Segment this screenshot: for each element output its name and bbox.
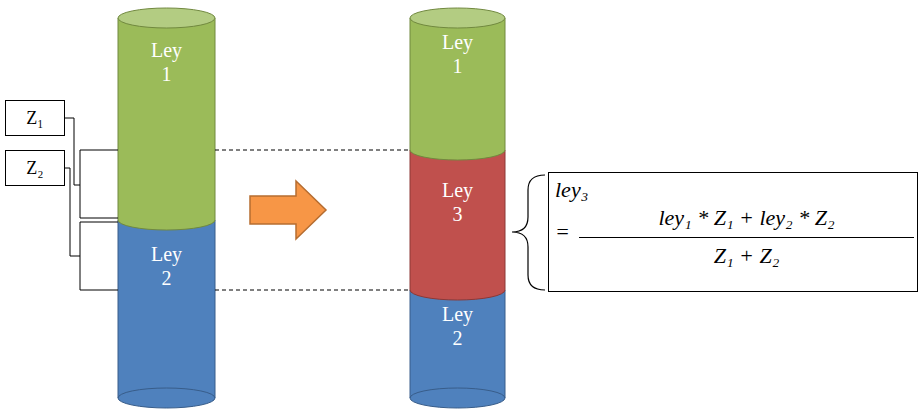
cylinder-edge [410,18,411,150]
cylinder-edge [410,290,411,398]
leader-line [65,168,80,256]
transform-arrow [250,181,326,239]
cylinder-body [118,220,215,398]
cylinder-edge [118,18,119,220]
formula-text: ley₁ * Z₁ + ley₂ * Z₂ [579,205,914,231]
dashed-guide [215,150,410,151]
cylinder-body [410,18,505,150]
cylinder-segment: Ley 1 [118,8,215,220]
cylinder-edge [118,220,119,398]
cylinder-edge [505,18,506,150]
segment-label: Ley 1 [436,30,480,78]
variable-box: Z₁ [5,100,65,136]
segment-label: Ley 3 [436,178,480,226]
segment-label: Ley 1 [145,38,189,86]
cylinder-bottom [410,388,505,408]
cylinder-top [118,8,215,28]
fraction-bar [579,237,914,238]
variable-label: Z₂ [26,157,43,179]
span-bracket [80,150,118,218]
formula-text: = [555,219,570,245]
cylinder-edge [505,150,506,290]
variable-box: Z₂ [5,150,65,186]
cylinder-edge [505,290,506,398]
span-bracket [80,222,118,290]
cylinder-boundary [118,220,215,230]
curly-brace [512,175,545,290]
cylinder-body [410,290,505,398]
cylinder-body [118,18,215,220]
cylinder-edge [215,18,216,220]
dashed-guide [215,290,410,291]
cylinder-boundary [410,290,505,300]
cylinder-segment: Ley 2 [410,290,505,408]
right-cylinder [410,8,505,408]
formula-box: ley₃ = ley₁ * Z₁ + ley₂ * Z₂ Z₁ + Z₂ [548,172,918,292]
cylinder-segment: Ley 2 [118,220,215,408]
variable-label: Z₁ [26,107,43,129]
cylinder-bottom [118,388,215,408]
cylinder-boundary [410,150,505,160]
cylinder-body [410,150,505,290]
cylinder-segment: Ley 1 [410,8,505,150]
segment-label: Ley 2 [436,302,480,350]
formula-text: Z₁ + Z₂ [579,243,914,269]
cylinder-edge [215,220,216,398]
cylinder-edge [410,150,411,290]
segment-label: Ley 2 [145,242,189,290]
cylinder-segment: Ley 3 [410,150,505,290]
cylinder-top [410,8,505,28]
formula-text: ley₃ [555,177,588,203]
leader-line [65,118,80,185]
left-cylinder [118,8,215,408]
